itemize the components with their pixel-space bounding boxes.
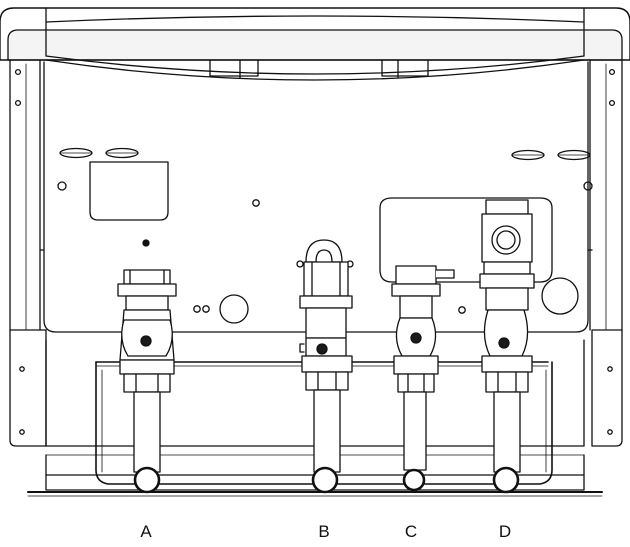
label-d: D <box>498 522 512 541</box>
label-a: A <box>140 522 152 541</box>
label-c: C <box>404 522 418 541</box>
valve-a <box>118 270 176 492</box>
valve-d <box>480 200 534 492</box>
valve-b <box>297 240 353 492</box>
label-b: B <box>318 522 330 541</box>
valve-c <box>392 266 454 490</box>
